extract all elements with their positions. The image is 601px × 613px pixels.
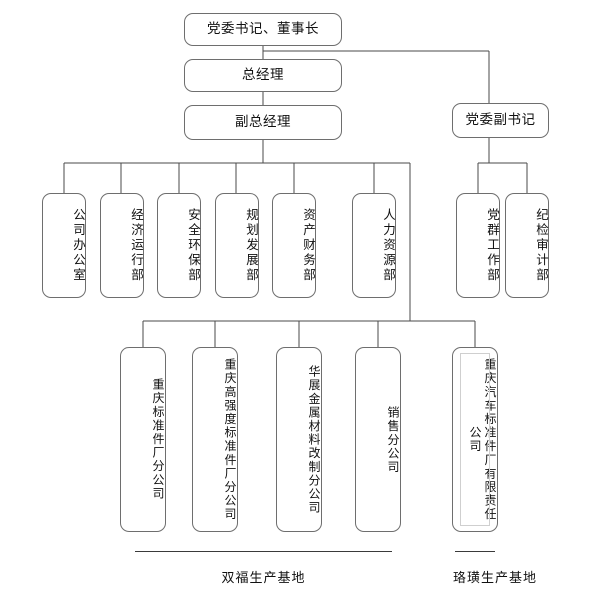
node-dept-asset-finance-label: 资产财务部 (301, 208, 315, 283)
base-rule-right (455, 551, 495, 552)
base-label-right: 珞璜生产基地 (420, 567, 570, 586)
node-dept-safety-environment[interactable]: 安全环保部 (157, 193, 201, 298)
node-dept-economic-operation[interactable]: 经济运行部 (100, 193, 144, 298)
node-branch-chongqing-high-strength-fastener[interactable]: 重庆高强度标准件厂分公司 (192, 347, 238, 532)
node-deputy-general-manager-label: 副总经理 (235, 114, 291, 130)
node-dept-economic-operation-label: 经济运行部 (129, 208, 143, 283)
base-rule-left (135, 551, 392, 552)
node-dept-safety-environment-label: 安全环保部 (186, 208, 200, 283)
node-branch-huazhan-metal-materials[interactable]: 华展金属材料改制分公司 (276, 347, 322, 532)
node-branch-chongqing-high-strength-fastener-label: 重庆高强度标准件厂分公司 (223, 357, 237, 522)
node-chairman[interactable]: 党委书记、董事长 (184, 13, 342, 46)
node-branch-huazhan-metal-materials-label: 华展金属材料改制分公司 (307, 364, 321, 515)
node-dept-asset-finance[interactable]: 资产财务部 (272, 193, 316, 298)
node-general-manager-label: 总经理 (242, 67, 284, 83)
node-branch-chongqing-fastener[interactable]: 重庆标准件厂分公司 (120, 347, 166, 532)
node-party-vice-secretary[interactable]: 党委副书记 (452, 103, 549, 138)
base-label-right-text: 珞璜生产基地 (452, 570, 537, 585)
node-dept-human-resources-label: 人力资源部 (381, 208, 395, 283)
node-branch-sales[interactable]: 销售分公司 (355, 347, 401, 532)
node-dept-human-resources[interactable]: 人力资源部 (352, 193, 396, 298)
node-chairman-label: 党委书记、董事长 (207, 21, 319, 37)
node-party-vice-secretary-label: 党委副书记 (465, 112, 536, 128)
node-general-manager[interactable]: 总经理 (184, 59, 342, 92)
node-deputy-general-manager[interactable]: 副总经理 (184, 105, 342, 140)
node-dept-party-mass-work[interactable]: 党群工作部 (456, 193, 500, 298)
node-branch-chongqing-fastener-label: 重庆标准件厂分公司 (151, 378, 165, 501)
base-label-left: 双福生产基地 (135, 567, 392, 586)
node-dept-company-office[interactable]: 公司办公室 (42, 193, 86, 298)
node-dept-planning-development-label: 规划发展部 (244, 208, 258, 283)
node-branch-chongqing-auto-fastener-ltd[interactable]: 重庆汽车标准件厂有限责任公司 (452, 347, 498, 532)
node-dept-discipline-audit-label: 纪检审计部 (534, 208, 548, 283)
node-dept-planning-development[interactable]: 规划发展部 (215, 193, 259, 298)
node-branch-sales-label: 销售分公司 (386, 405, 400, 474)
node-branch-chongqing-auto-fastener-ltd-label: 重庆汽车标准件厂有限责任公司 (468, 357, 497, 522)
node-dept-company-office-label: 公司办公室 (71, 208, 85, 283)
node-dept-discipline-audit[interactable]: 纪检审计部 (505, 193, 549, 298)
node-dept-party-mass-work-label: 党群工作部 (485, 208, 499, 283)
base-label-left-text: 双福生产基地 (221, 570, 306, 585)
